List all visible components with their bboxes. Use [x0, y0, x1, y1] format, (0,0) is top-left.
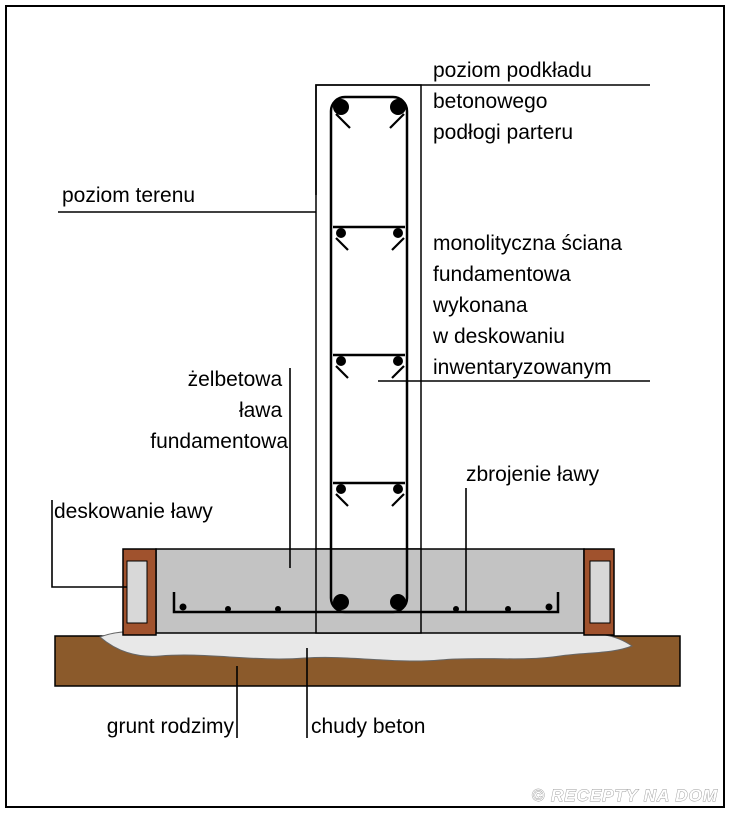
leader-deskowanie: [51, 500, 127, 588]
label-sciana: monolityczna ściana fundamentowa wykonan…: [432, 232, 628, 379]
label-deskowanie: deskowanie ławy: [54, 500, 213, 523]
label-chudy-beton: chudy beton: [311, 715, 425, 738]
label-zbrojenie: zbrojenie ławy: [466, 463, 600, 486]
watermark: © RECEPTY NA DOM: [532, 786, 718, 805]
label-poziom-podkladu: poziom podkładu betonowego podłogi parte…: [433, 59, 598, 144]
leader-lines: [51, 84, 650, 738]
footing-reinforcement: [172, 592, 560, 614]
formwork-brace-left: [126, 560, 148, 624]
leader-poziom-podkladu: [315, 84, 650, 195]
foundation-wall: [315, 84, 422, 550]
wall-main-bars: [333, 99, 406, 610]
wall-in-footing: [315, 548, 422, 634]
formwork-brace-right: [589, 560, 611, 624]
label-lawa: żelbetowa ława fundamentowa: [150, 368, 288, 453]
label-grunt: grunt rodzimy: [107, 715, 235, 738]
label-poziom-terenu: poziom terenu: [62, 184, 195, 207]
footing-bars: [179, 603, 553, 612]
stirrup-hooks: [335, 113, 405, 507]
